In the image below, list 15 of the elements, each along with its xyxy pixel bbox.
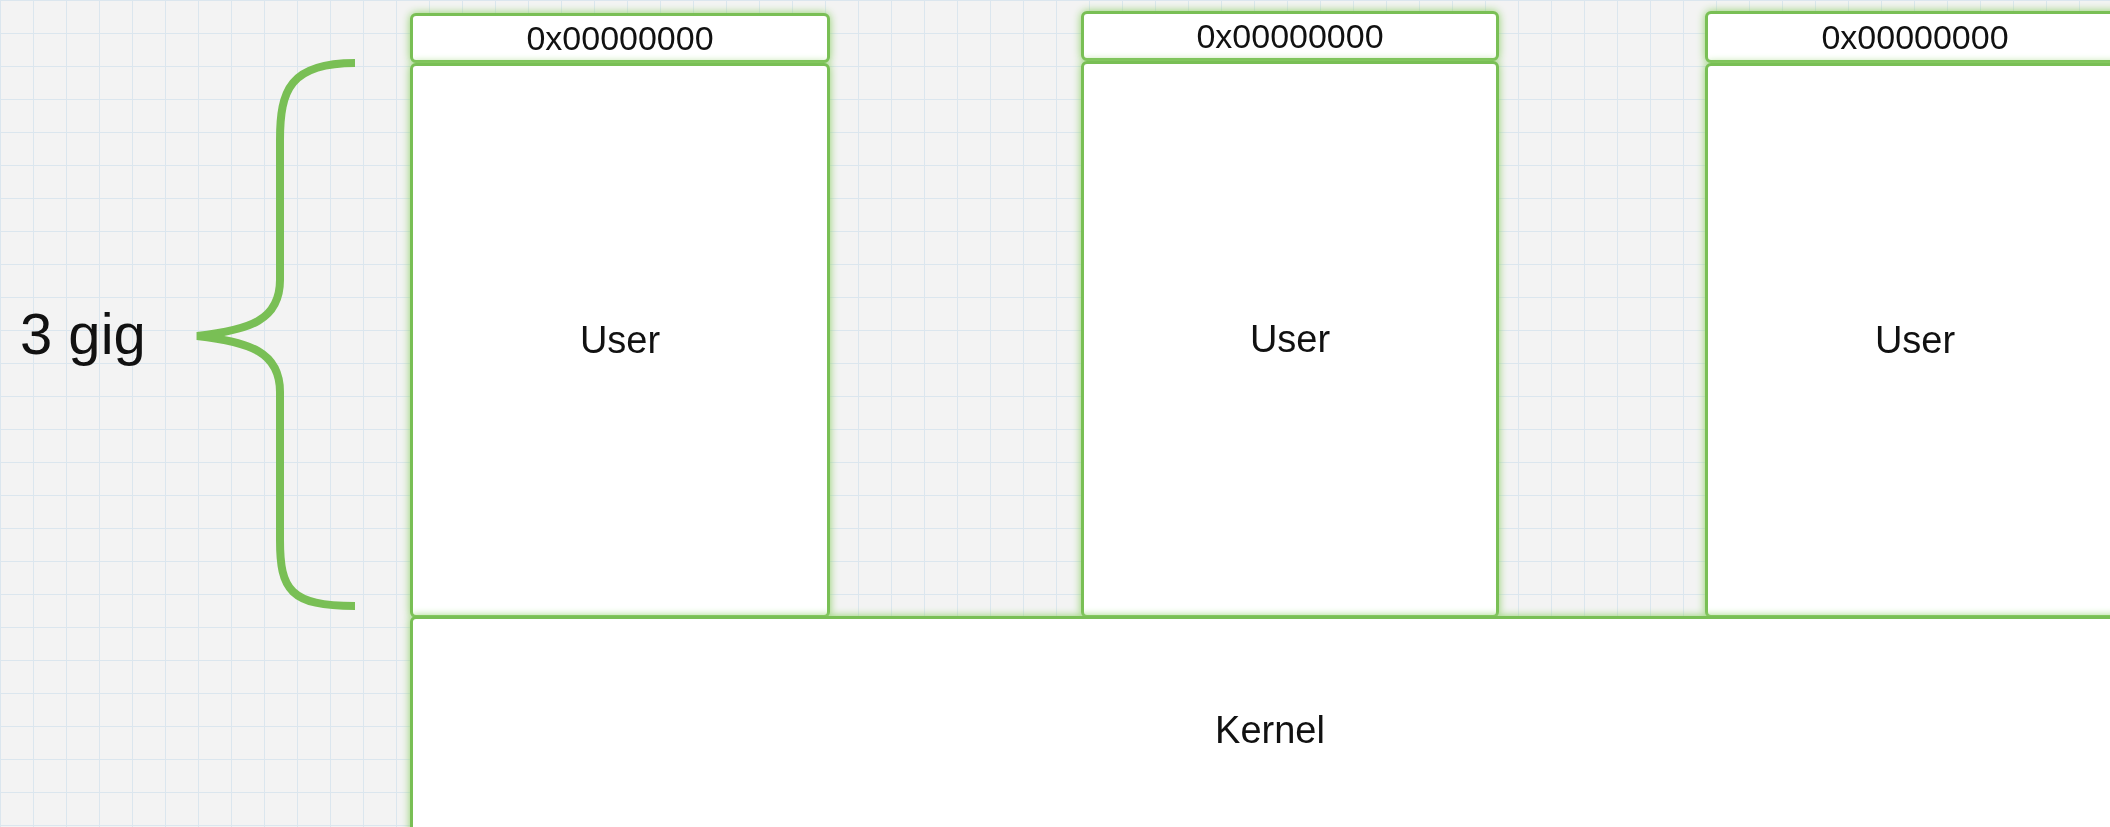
address-header [1705, 11, 2110, 63]
size-label: 3 gig [20, 300, 146, 367]
region-label: User [1874, 319, 1956, 362]
memory-region [410, 63, 830, 618]
region-label: Kernel [1215, 709, 1325, 752]
address-label: 0x00000000 [1196, 16, 1384, 56]
memory-region [1705, 63, 2110, 618]
memory-region [1081, 61, 1499, 618]
region-label: User [579, 319, 661, 362]
region-label: User [1249, 318, 1331, 361]
address-label: 0x00000000 [526, 18, 714, 58]
memory-region [410, 616, 2110, 827]
address-label: 0x00000000 [1821, 17, 2009, 57]
address-header [410, 13, 830, 63]
address-header [1081, 11, 1499, 61]
